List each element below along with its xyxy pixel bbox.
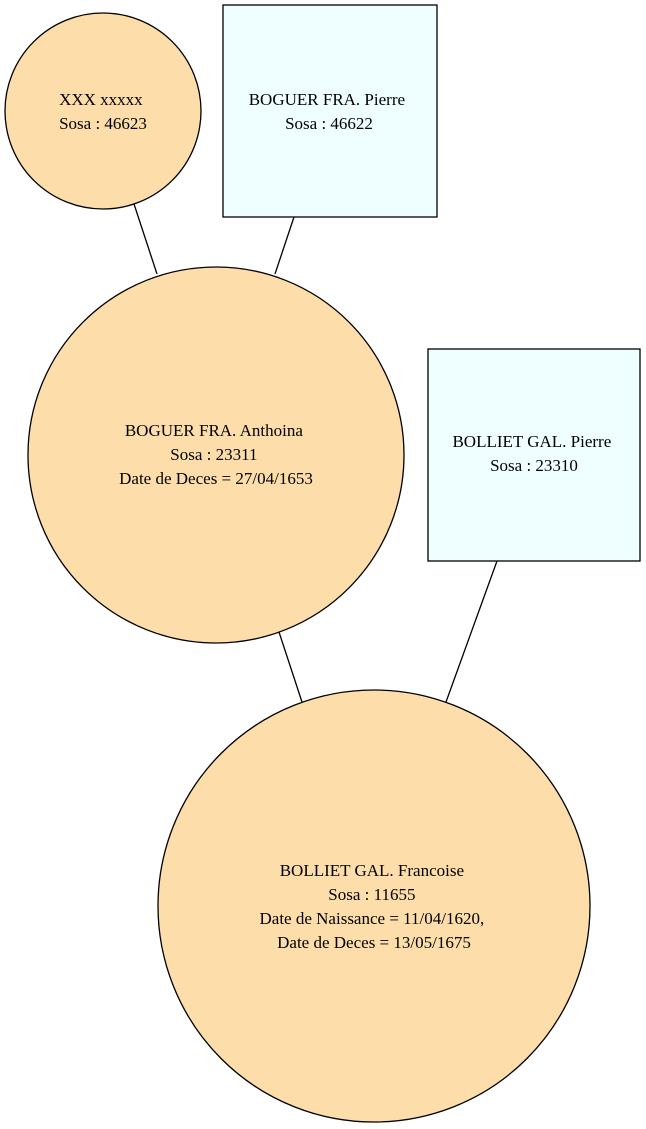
node-boguer-anthoina-shape bbox=[27, 266, 405, 644]
edge-xxx-to-boguer-anthoina bbox=[133, 203, 158, 275]
node-boguer-pierre-line-1: BOGUER FRA. Pierre bbox=[249, 90, 405, 109]
node-bolliet-francoise-shape bbox=[157, 689, 591, 1123]
node-boguer-anthoina-label: BOGUER FRA. Anthoina Sosa : 23311 Date d… bbox=[119, 421, 313, 488]
node-xxx-shape bbox=[4, 12, 202, 210]
node-bolliet-francoise-line-1: BOLLIET GAL. Francoise bbox=[280, 861, 464, 880]
node-bolliet-francoise-line-4: Date de Deces = 13/05/1675 bbox=[277, 933, 471, 952]
node-boguer-pierre-line-2: Sosa : 46622 bbox=[285, 114, 373, 133]
node-boguer-pierre[interactable]: BOGUER FRA. Pierre Sosa : 46622 bbox=[222, 4, 438, 218]
node-boguer-anthoina[interactable]: BOGUER FRA. Anthoina Sosa : 23311 Date d… bbox=[27, 266, 405, 644]
node-xxx[interactable]: XXX xxxxx Sosa : 46623 bbox=[4, 12, 202, 210]
node-bolliet-pierre-line-1: BOLLIET GAL. Pierre bbox=[452, 432, 611, 451]
node-boguer-anthoina-line-1: BOGUER FRA. Anthoina bbox=[125, 421, 303, 440]
edge-bolliet-pierre-to-bolliet-francoise bbox=[445, 560, 498, 703]
node-bolliet-francoise[interactable]: BOLLIET GAL. Francoise Sosa : 11655 Date… bbox=[157, 689, 591, 1123]
node-boguer-pierre-label: BOGUER FRA. Pierre Sosa : 46622 bbox=[249, 90, 410, 133]
node-bolliet-pierre-label: BOLLIET GAL. Pierre Sosa : 23310 bbox=[452, 432, 615, 475]
node-bolliet-pierre[interactable]: BOLLIET GAL. Pierre Sosa : 23310 bbox=[427, 348, 641, 562]
node-bolliet-francoise-line-2: Sosa : 11655 bbox=[328, 885, 415, 904]
node-xxx-line-2: Sosa : 46623 bbox=[59, 114, 147, 133]
node-bolliet-pierre-line-2: Sosa : 23310 bbox=[490, 456, 578, 475]
node-xxx-line-1: XXX xxxxx bbox=[59, 90, 143, 109]
node-bolliet-francoise-label: BOLLIET GAL. Francoise Sosa : 11655 Date… bbox=[260, 861, 489, 952]
node-xxx-label: XXX xxxxx Sosa : 46623 bbox=[59, 90, 147, 133]
edge-boguer-pierre-to-boguer-anthoina bbox=[274, 216, 295, 275]
node-boguer-anthoina-line-2: Sosa : 23311 bbox=[170, 445, 257, 464]
edge-boguer-anthoina-to-bolliet-francoise bbox=[278, 631, 303, 703]
node-boguer-pierre-shape bbox=[222, 4, 438, 218]
node-bolliet-pierre-shape bbox=[427, 348, 641, 562]
node-boguer-anthoina-line-3: Date de Deces = 27/04/1653 bbox=[119, 469, 313, 488]
node-bolliet-francoise-line-3: Date de Naissance = 11/04/1620, bbox=[260, 909, 485, 928]
